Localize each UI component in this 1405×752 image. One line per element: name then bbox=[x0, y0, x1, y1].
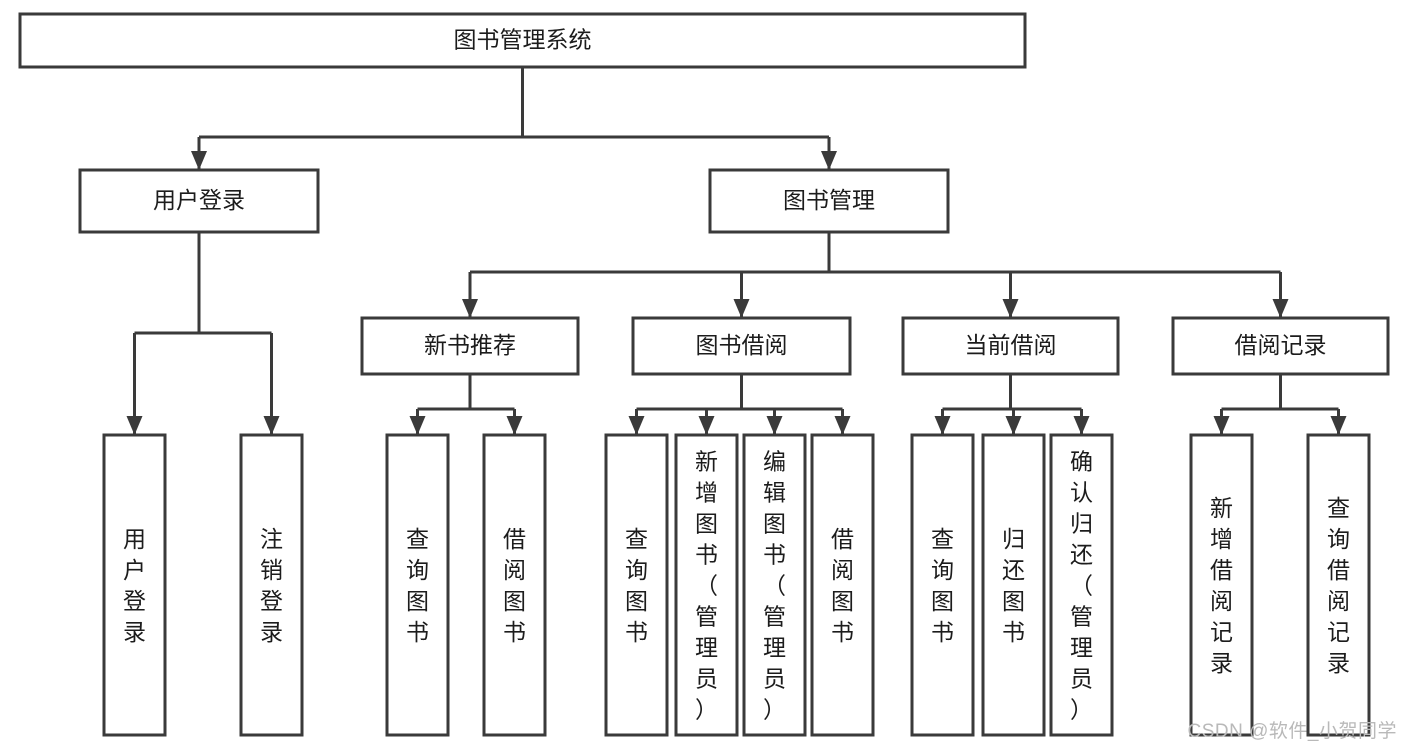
node-box-root bbox=[18, 12, 1027, 69]
current-borrow-arrow-1 bbox=[1005, 416, 1022, 435]
node-box-book-manage bbox=[708, 168, 950, 234]
new-book-rec-arrow-1 bbox=[506, 416, 523, 435]
node-br-query[interactable]: 查询借阅记录 bbox=[1306, 433, 1371, 737]
node-root[interactable]: 图书管理系统 bbox=[18, 12, 1027, 69]
node-user-login[interactable]: 用户登录 bbox=[78, 168, 320, 234]
node-label-bb-add: 新增图书（管理员） bbox=[695, 449, 718, 723]
node-leaf-user-login[interactable]: 用户登录 bbox=[102, 433, 167, 737]
node-box-current-borrow bbox=[901, 316, 1120, 376]
node-box-nbr-borrow bbox=[482, 433, 547, 737]
node-label-leaf-user-login: 用户登录 bbox=[123, 526, 146, 645]
book-borrow-arrow-3 bbox=[834, 416, 851, 435]
node-bb-edit[interactable]: 编辑图书（管理员） bbox=[742, 433, 807, 737]
node-box-cb-return bbox=[981, 433, 1046, 737]
book-manage-arrow-0 bbox=[462, 299, 478, 318]
node-bb-borrow[interactable]: 借阅图书 bbox=[810, 433, 875, 737]
node-label-nbr-query: 查询图书 bbox=[406, 526, 429, 645]
node-new-book-rec[interactable]: 新书推荐 bbox=[360, 316, 580, 376]
new-book-rec-arrow-0 bbox=[409, 416, 426, 435]
node-book-borrow[interactable]: 图书借阅 bbox=[631, 316, 852, 376]
node-label-book-manage: 图书管理 bbox=[783, 187, 875, 213]
node-leaf-user-logout[interactable]: 注销登录 bbox=[239, 433, 304, 737]
node-label-leaf-user-logout: 注销登录 bbox=[260, 526, 283, 645]
current-borrow-arrow-0 bbox=[934, 416, 951, 435]
node-label-br-query: 查询借阅记录 bbox=[1327, 495, 1350, 676]
root-arrow-0 bbox=[191, 151, 207, 170]
node-box-user-login bbox=[78, 168, 320, 234]
node-nbr-query[interactable]: 查询图书 bbox=[385, 433, 450, 737]
borrow-record-arrow-0 bbox=[1213, 416, 1230, 435]
node-label-br-add: 新增借阅记录 bbox=[1210, 495, 1233, 676]
node-label-nbr-borrow: 借阅图书 bbox=[503, 526, 526, 645]
node-box-bb-edit bbox=[742, 433, 807, 737]
node-box-leaf-user-login bbox=[102, 433, 167, 737]
node-label-new-book-rec: 新书推荐 bbox=[424, 332, 516, 358]
node-label-cb-confirm: 确认归还（管理员） bbox=[1070, 449, 1093, 723]
book-manage-arrow-1 bbox=[733, 299, 750, 318]
book-borrow-arrow-2 bbox=[766, 416, 783, 435]
node-bb-add[interactable]: 新增图书（管理员） bbox=[674, 433, 739, 737]
node-box-bb-borrow bbox=[810, 433, 875, 737]
node-box-borrow-record bbox=[1171, 316, 1390, 376]
node-box-cb-query bbox=[910, 433, 975, 737]
book-manage-arrow-2 bbox=[1002, 299, 1019, 318]
root-arrow-1 bbox=[821, 151, 837, 170]
node-label-user-login: 用户登录 bbox=[153, 187, 245, 213]
book-borrow-arrow-1 bbox=[698, 416, 715, 435]
node-box-nbr-query bbox=[385, 433, 450, 737]
nodes-layer: 图书管理系统用户登录图书管理用户登录注销登录新书推荐图书借阅当前借阅借阅记录查询… bbox=[18, 12, 1390, 737]
node-cb-query[interactable]: 查询图书 bbox=[910, 433, 975, 737]
node-label-bb-edit: 编辑图书（管理员） bbox=[763, 449, 786, 723]
user-login-arrow-0 bbox=[126, 416, 143, 435]
book-manage-arrow-3 bbox=[1272, 299, 1289, 318]
node-current-borrow[interactable]: 当前借阅 bbox=[901, 316, 1120, 376]
watermark-label: CSDN @软件_小贺同学 bbox=[1187, 721, 1397, 742]
node-box-bb-query bbox=[604, 433, 669, 737]
node-borrow-record[interactable]: 借阅记录 bbox=[1171, 316, 1390, 376]
node-label-borrow-record: 借阅记录 bbox=[1235, 332, 1327, 358]
node-cb-return[interactable]: 归还图书 bbox=[981, 433, 1046, 737]
book-borrow-arrow-0 bbox=[628, 416, 645, 435]
node-label-root: 图书管理系统 bbox=[454, 27, 592, 53]
node-cb-confirm[interactable]: 确认归还（管理员） bbox=[1049, 433, 1114, 737]
node-box-new-book-rec bbox=[360, 316, 580, 376]
node-label-book-borrow: 图书借阅 bbox=[696, 332, 788, 358]
node-label-current-borrow: 当前借阅 bbox=[965, 332, 1057, 358]
node-box-book-borrow bbox=[631, 316, 852, 376]
borrow-record-arrow-1 bbox=[1330, 416, 1347, 435]
node-nbr-borrow[interactable]: 借阅图书 bbox=[482, 433, 547, 737]
node-label-cb-query: 查询图书 bbox=[931, 526, 954, 645]
node-br-add[interactable]: 新增借阅记录 bbox=[1189, 433, 1254, 737]
node-label-bb-query: 查询图书 bbox=[625, 526, 648, 645]
user-login-arrow-1 bbox=[263, 416, 280, 435]
node-label-cb-return: 归还图书 bbox=[1002, 526, 1025, 645]
node-box-br-query bbox=[1306, 433, 1371, 737]
connectors-layer bbox=[126, 67, 1347, 435]
node-book-manage[interactable]: 图书管理 bbox=[708, 168, 950, 234]
node-bb-query[interactable]: 查询图书 bbox=[604, 433, 669, 737]
node-box-bb-add bbox=[674, 433, 739, 737]
current-borrow-arrow-2 bbox=[1073, 416, 1090, 435]
node-box-leaf-user-logout bbox=[239, 433, 304, 737]
node-box-br-add bbox=[1189, 433, 1254, 737]
node-box-cb-confirm bbox=[1049, 433, 1114, 737]
node-label-bb-borrow: 借阅图书 bbox=[831, 526, 854, 645]
